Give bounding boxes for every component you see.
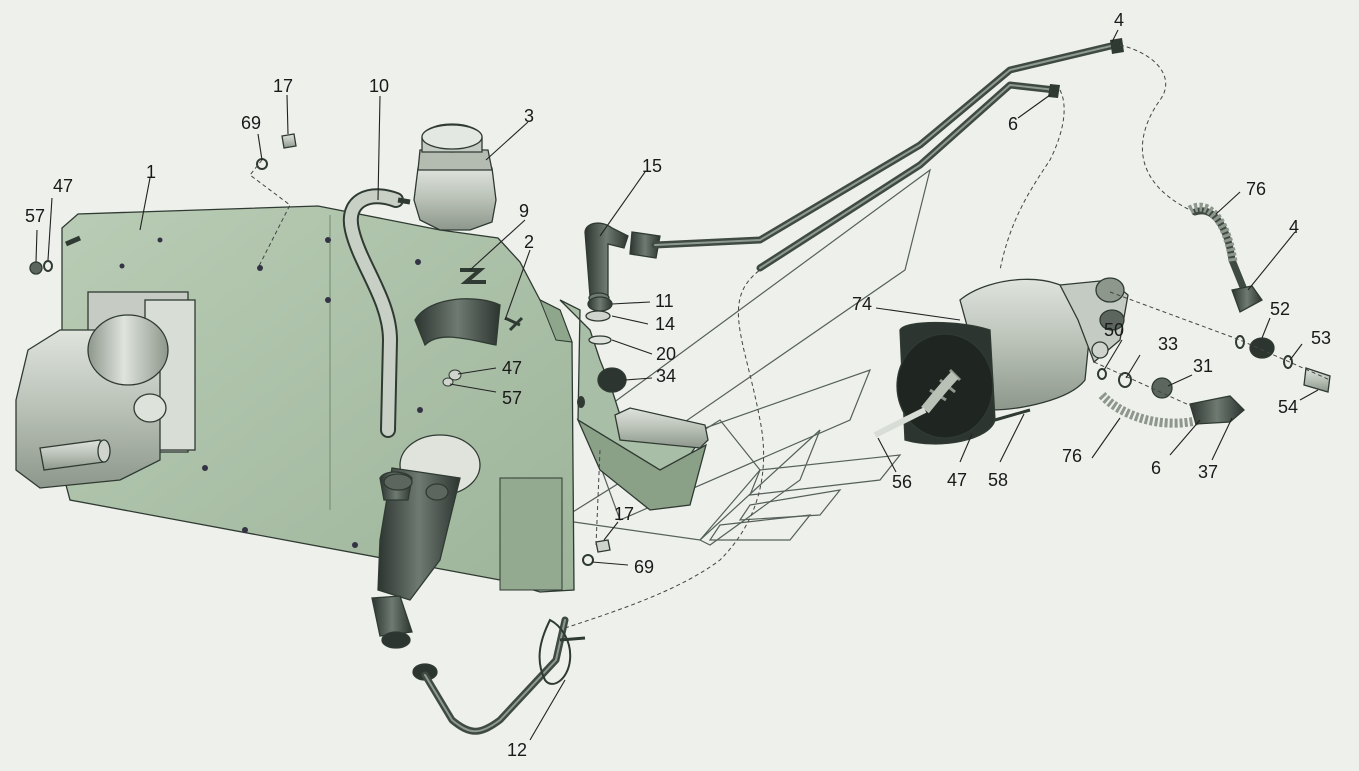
callout-2: 2 <box>524 232 534 252</box>
assembly-paths <box>249 44 1331 629</box>
callout-76-top: 76 <box>1246 179 1266 199</box>
fasteners <box>29 133 611 566</box>
callout-20: 20 <box>656 344 676 364</box>
callout-17-bottom: 17 <box>614 504 634 524</box>
right-side-fittings <box>1097 202 1331 428</box>
lower-pressure-tube <box>421 616 586 735</box>
callout-33: 33 <box>1158 334 1178 354</box>
callout-14: 14 <box>655 314 675 334</box>
pneumatic-valve-block <box>15 291 196 489</box>
callout-12: 12 <box>507 740 527 760</box>
callout-labels: 1 2 3 4 4 6 6 9 10 11 12 14 15 17 17 20 … <box>25 10 1331 760</box>
callout-17-top: 17 <box>273 76 293 96</box>
callout-11: 11 <box>655 291 674 311</box>
callout-76-bottom: 76 <box>1062 446 1082 466</box>
watermark-logo <box>558 168 931 546</box>
callout-53: 53 <box>1311 328 1331 348</box>
callout-56: 56 <box>892 472 912 492</box>
callout-4-top: 4 <box>1114 10 1124 30</box>
fluid-reservoir <box>413 123 497 231</box>
callout-37: 37 <box>1198 462 1218 482</box>
callout-50: 50 <box>1104 320 1124 340</box>
callout-47-left: 47 <box>53 176 73 196</box>
callout-6-top: 6 <box>1008 114 1018 134</box>
callout-6-bottom: 6 <box>1151 458 1161 478</box>
callout-1: 1 <box>146 162 156 182</box>
callout-3: 3 <box>524 106 534 126</box>
callout-31: 31 <box>1193 356 1213 376</box>
callout-47-right: 47 <box>947 470 967 490</box>
callout-74: 74 <box>852 294 872 314</box>
callout-57-left: 57 <box>25 206 45 226</box>
upper-pressure-tubes <box>584 38 1124 304</box>
callout-52: 52 <box>1270 299 1290 319</box>
seal-parts <box>585 296 627 393</box>
callout-47-middle: 47 <box>502 358 522 378</box>
clutch-pedal <box>559 299 709 511</box>
callout-54: 54 <box>1278 397 1298 417</box>
callout-4-right: 4 <box>1289 217 1299 237</box>
callout-57-middle: 57 <box>502 388 522 408</box>
callout-58: 58 <box>988 470 1008 490</box>
callout-69-bottom: 69 <box>634 557 654 577</box>
reservoir-hose <box>342 188 411 438</box>
callout-9: 9 <box>519 201 529 221</box>
leader-lines <box>35 29 1319 741</box>
callout-69-top: 69 <box>241 113 261 133</box>
callout-10: 10 <box>369 76 389 96</box>
pneumohydraulic-booster <box>873 277 1129 445</box>
callout-34: 34 <box>656 366 676 386</box>
callout-15: 15 <box>642 156 662 176</box>
